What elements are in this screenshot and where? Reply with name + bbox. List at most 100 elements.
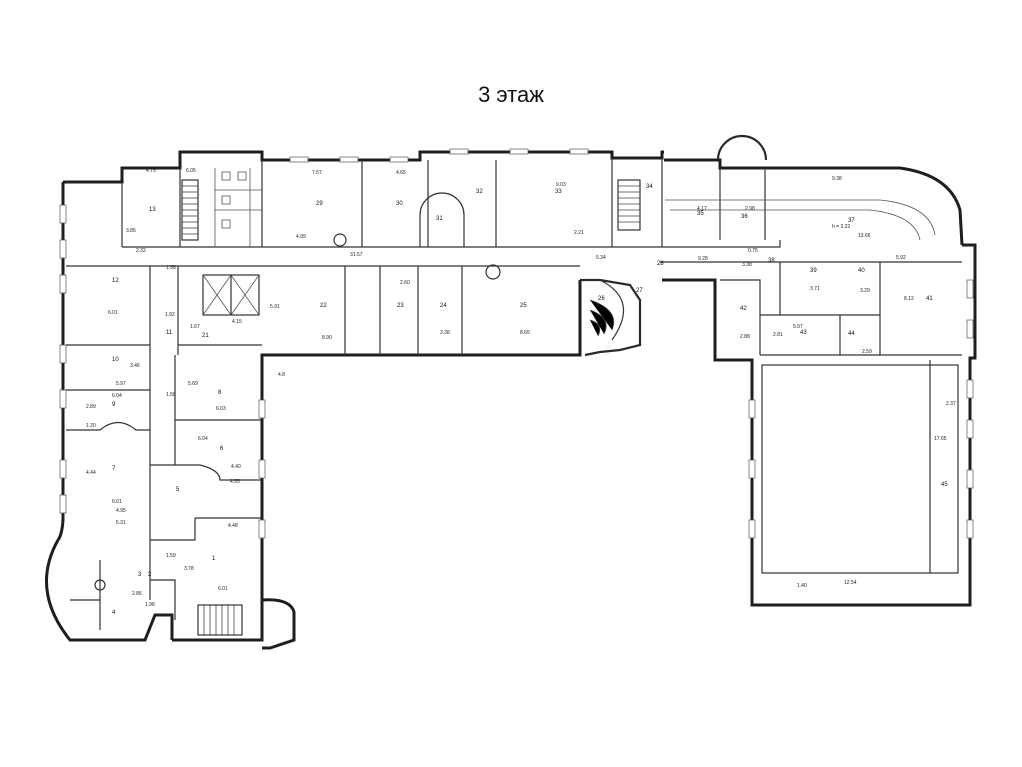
dimension-label: h = 3.22 [832,224,850,230]
dimension-label: 1.67 [190,324,200,330]
dimension-label: 8.65 [520,330,530,336]
dimension-label: 4.17 [697,206,707,212]
dimension-label: 1.98 [145,602,155,608]
dimension-label: 3.78 [184,566,194,572]
dimension-label: 3.29 [860,288,870,294]
room-number-r37: 37 [848,218,855,224]
room-number-r39: 39 [810,268,817,274]
dimension-label: 2.32 [136,248,146,254]
room-number-r41: 41 [926,296,933,302]
dimension-label: 6.03 [216,406,226,412]
dimension-label: 4.99 [296,234,306,240]
dimension-label: 2.86 [132,591,142,597]
stairs [181,179,641,636]
room-number-r5: 5 [176,487,180,493]
room-number-r25: 25 [520,303,527,309]
dimension-label: 3.71 [810,286,820,292]
dimension-label: 6.01 [108,310,118,316]
dimension-label: 2.81 [773,332,783,338]
room-number-r40: 40 [858,268,865,274]
dimension-label: 4.65 [396,170,406,176]
dimension-label: 1.40 [797,583,807,589]
stair-top-left [181,179,199,241]
room-number-r6: 6 [220,446,224,452]
dimension-label: 2.59 [862,349,872,355]
dimension-label: 1.58 [166,265,176,271]
windows-right [258,279,974,539]
dimension-label: 4.55 [230,479,240,485]
room-number-r23: 23 [397,303,404,309]
dimension-label: 1.59 [166,553,176,559]
dimension-label: 5.69 [188,381,198,387]
room-number-r2: 2 [148,572,152,578]
dimension-label: 3.46 [130,363,140,369]
dimension-label: 3.38 [440,330,450,336]
dimension-label: 5.97 [116,381,126,387]
room-number-r43: 43 [800,330,807,336]
dimension-label: 1.58 [166,392,176,398]
dimension-label: 17.65 [934,436,947,442]
dimension-label: 2.21 [574,230,584,236]
stair-curved [589,299,615,337]
dimension-label: 2.60 [400,280,410,286]
room-number-r8: 8 [218,390,222,396]
dimension-label: 2.88 [740,334,750,340]
dimension-label: 2.37 [946,401,956,407]
room-number-r3: 3 [138,572,142,578]
room-number-r35: 35 [697,211,704,217]
dimension-label: 0.75 [748,248,758,254]
room-number-r4: 4 [112,610,116,616]
room-number-r27: 27 [636,288,643,294]
dimension-label: 5.34 [596,255,606,261]
dimension-label: 31.57 [350,252,363,258]
room-number-r10: 10 [112,357,119,363]
dimension-label: 9.28 [698,256,708,262]
room-number-r44: 44 [848,331,855,337]
room-number-r7: 7 [112,466,116,472]
room-number-r34: 34 [646,184,653,190]
room-number-r33: 33 [555,189,562,195]
dimension-label: 5.92 [896,255,906,261]
stair-bottom [197,604,243,636]
room-number-r30: 30 [396,201,403,207]
room-number-r28: 28 [657,261,664,267]
dimension-label: 6.04 [112,393,122,399]
dimension-label: 4.40 [231,464,241,470]
dimension-label: 7.57 [312,170,322,176]
dimension-label: 4.8 [278,372,285,378]
page-title: 3 этаж [478,82,544,107]
room-number-r26: 26 [598,296,605,302]
room-number-r13: 13 [149,207,156,213]
room-number-r9: 9 [112,402,116,408]
dimension-label: 4.75 [146,168,156,174]
dimension-label: 4.15 [232,319,242,325]
room-number-r38: 38 [768,258,775,264]
dimension-label: 5.31 [116,520,126,526]
dimension-label: 12.54 [844,580,857,586]
room-number-r22: 22 [320,303,327,309]
room-number-r45: 45 [941,482,948,488]
dimension-label: 2.98 [745,206,755,212]
room-number-r29: 29 [316,201,323,207]
dimension-label: 8.90 [322,335,332,341]
room-number-r12: 12 [112,278,119,284]
dimension-label: 5.91 [270,304,280,310]
dimension-label: 8.12 [904,296,914,302]
dimension-label: 9.38 [832,176,842,182]
room-number-r21: 21 [202,333,209,339]
room-number-r42: 42 [740,306,747,312]
room-number-r24: 24 [440,303,447,309]
dimension-label: 1.92 [165,312,175,318]
dimension-label: 6.05 [186,168,196,174]
wc-fixtures [214,168,262,247]
dimension-label: 13.66 [858,233,871,239]
dimension-label: 3.38 [742,262,752,268]
room-number-r32: 32 [476,189,483,195]
room-number-r1: 1 [212,556,216,562]
dimension-label: 1.20 [86,423,96,429]
dimension-label: 4.48 [228,523,238,529]
room-number-r36: 36 [741,214,748,220]
room-number-r11: 11 [166,330,173,336]
